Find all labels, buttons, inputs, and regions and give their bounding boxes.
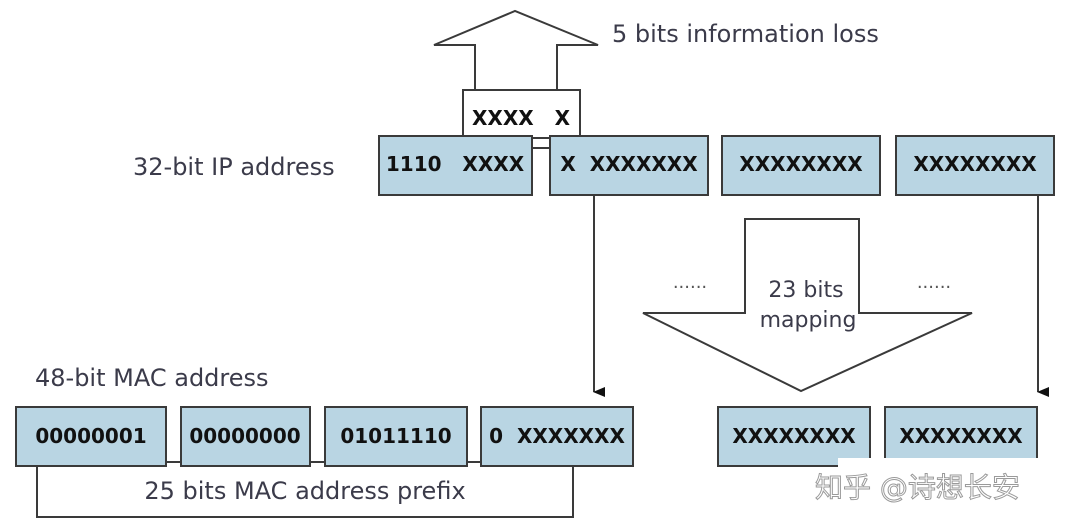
watermark-backdrop — [838, 458, 1062, 512]
mac-octet-4-text: 0 XXXXXXX — [489, 424, 625, 448]
23-bits-mapping-arrow — [642, 218, 973, 393]
watermark: 知乎 @诗想长安 — [815, 471, 1020, 504]
lost-bits-text: XXXX X — [472, 106, 571, 130]
mac-octet-2: 00000000 — [180, 406, 311, 467]
ellipsis-right: ...... — [917, 272, 951, 293]
mac-prefix-label: 25 bits MAC address prefix — [144, 477, 465, 505]
mac-octet-6-text: XXXXXXXX — [899, 424, 1023, 448]
ip-octet-1-text: 1110 XXXX — [386, 152, 525, 176]
ip-octet-3-text: XXXXXXXX — [739, 152, 863, 176]
ip-octet-2: X XXXXXXX — [549, 135, 709, 196]
mapping-label-line1: 23 bits — [768, 278, 843, 303]
mac-octet-6: XXXXXXXX — [884, 406, 1038, 467]
ip-octet-1: 1110 XXXX — [378, 135, 533, 196]
ip-address-label: 32-bit IP address — [133, 153, 335, 181]
mac-octet-4: 0 XXXXXXX — [480, 406, 634, 467]
information-loss-arrow — [433, 9, 599, 90]
mac-octet-3: 01011110 — [324, 406, 468, 467]
lost-bits-box — [462, 89, 581, 139]
ip-octet-2-text: X XXXXXXX — [560, 152, 698, 176]
mac-octet-2-text: 00000000 — [189, 424, 300, 448]
ellipsis-left: ...... — [673, 272, 707, 293]
information-loss-label: 5 bits information loss — [612, 20, 879, 48]
mac-prefix-bracket — [36, 466, 574, 518]
ip-octet-4-text: XXXXXXXX — [913, 152, 1037, 176]
ip-octet-4: XXXXXXXX — [895, 135, 1055, 196]
mac-octet-1-text: 00000001 — [35, 424, 146, 448]
mac-octet-3-text: 01011110 — [340, 424, 451, 448]
mac-octet-1: 00000001 — [15, 406, 167, 467]
mac-octet-5-text: XXXXXXXX — [732, 424, 856, 448]
mapping-label-line2: mapping — [760, 308, 857, 333]
ip-octet-3: XXXXXXXX — [721, 135, 881, 196]
mac-octet-5: XXXXXXXX — [717, 406, 871, 467]
mac-address-label: 48-bit MAC address — [35, 364, 269, 392]
